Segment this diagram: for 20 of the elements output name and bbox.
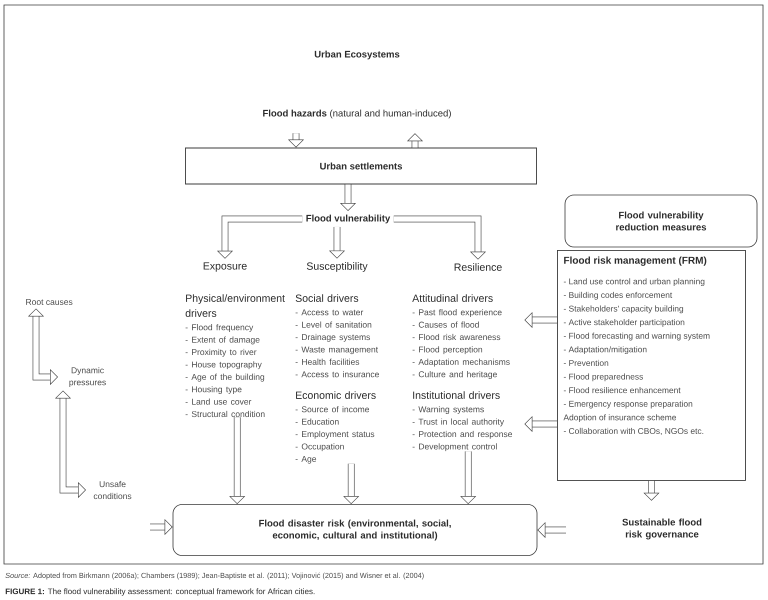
heading-text: Flood hazards (natural and human-induced) [263, 110, 451, 118]
driver-list: Physical/environment drivers - Flood frequency - Extent of damage - Proximity to river - House topography - Age of the building - Housing type - Land use cover - Structural condition [186, 294, 285, 418]
stage-label: Root causes [26, 299, 72, 305]
outcome-text: Sustainable flood risk governance [622, 518, 702, 540]
rounded-box: Flood vulnerability reduction measures [564, 194, 758, 248]
process-box: Urban settlements [185, 148, 537, 184]
caption: FIGURE 1: The flood vulnerability assessment: conceptual framework for African cities. [6, 588, 314, 596]
category-label: Exposure [204, 262, 247, 272]
driver-list: Economic drivers - Source of income - Education - Employment status - Occupation - Age [296, 391, 376, 464]
stage-label: Dynamic pressures [69, 367, 106, 387]
heading-text: Flood vulnerability [306, 214, 390, 224]
driver-list: Institutional drivers - Warning systems - Trust in local authority - Protection and response - Development control [412, 391, 512, 452]
stage-label: Unsafe conditions [94, 480, 132, 500]
category-label: Resilience [454, 263, 502, 271]
category-label: Susceptibility [306, 262, 368, 272]
list-box: Flood risk management (FRM) - Land use control and urban planning - Building codes enforcement - Stakeholders' capacity building - Active stakeholder participation - Flood forecasting and warning system - Adaptation/mitigation - Prevention - Flood preparedness - Flood resilience enhancement - Emergency response preparation Adoption of insurance scheme - Collaboration with CBOs, NGOs etc. [557, 250, 746, 481]
driver-list: Social drivers - Access to water - Level of sanitation - Drainage systems - Waste management - Health facilities - Access to insurance [296, 294, 379, 378]
driver-list: Attitudinal drivers - Past flood experience - Causes of flood - Flood risk awareness - Flood perception - Adaptation mechanisms - Culture and heritage [412, 294, 510, 379]
title: Urban Ecosystems [314, 50, 400, 60]
rounded-box: Flood disaster risk (environmental, social, economic, cultural and institutional) [172, 504, 538, 556]
